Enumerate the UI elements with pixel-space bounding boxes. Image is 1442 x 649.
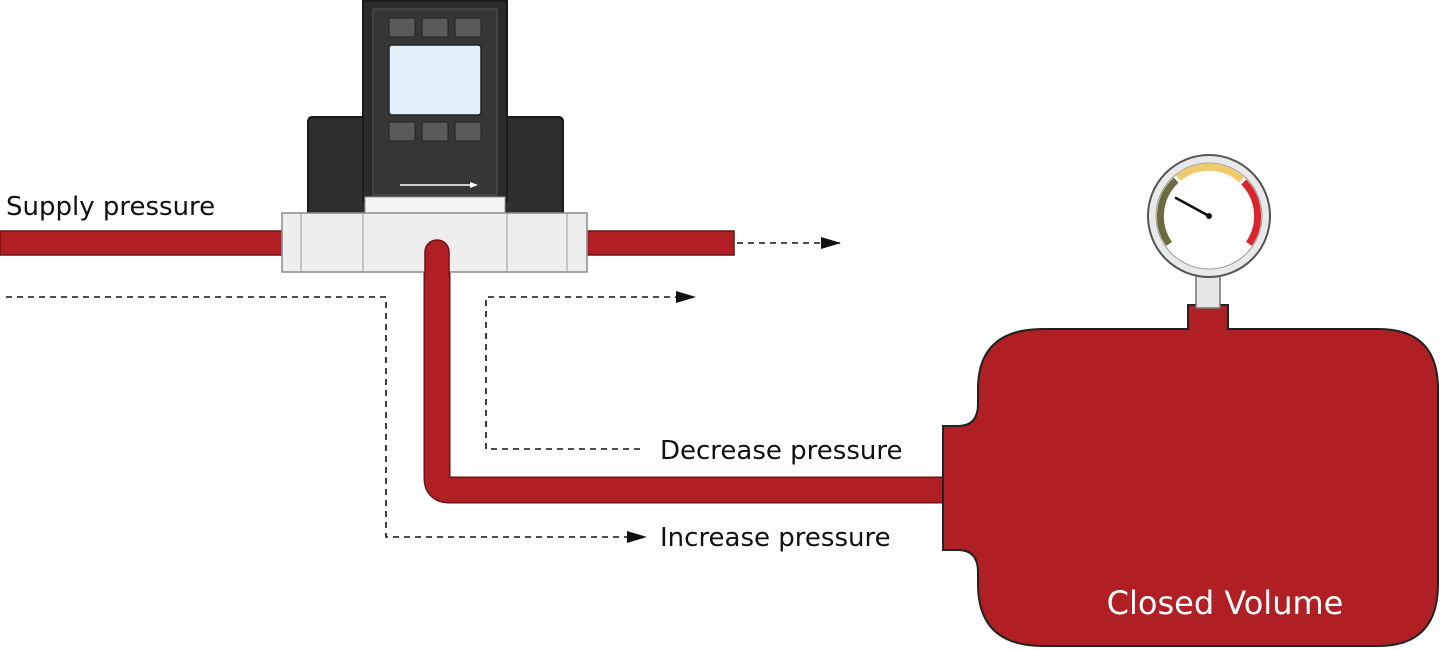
device-button-bottom-3[interactable] bbox=[454, 121, 482, 142]
decrease-pressure-path bbox=[485, 291, 696, 450]
device-button-top-1[interactable] bbox=[388, 17, 416, 38]
gauge-needle bbox=[1174, 196, 1211, 218]
device-display bbox=[388, 44, 482, 116]
gauge-red-arc bbox=[1241, 179, 1262, 246]
increase-pressure-label: Increase pressure bbox=[660, 523, 891, 553]
device-button-top-2[interactable] bbox=[421, 17, 449, 38]
gauge-yellow-arc bbox=[1176, 163, 1244, 183]
device-button-bottom-1[interactable] bbox=[388, 121, 416, 142]
supply-pressure-label: Supply pressure bbox=[6, 192, 215, 222]
device-button-bottom-2[interactable] bbox=[421, 121, 449, 142]
supply-pipe bbox=[0, 230, 291, 256]
device-right-block bbox=[504, 116, 564, 218]
pressure-gauge-icon bbox=[1147, 154, 1271, 278]
device-button-top-3[interactable] bbox=[454, 17, 482, 38]
device-left-block bbox=[307, 116, 367, 218]
volume-feed-pipe-fill bbox=[425, 240, 962, 502]
closed-volume-label: Closed Volume bbox=[1107, 584, 1344, 622]
closed-volume-tank bbox=[942, 304, 1439, 647]
decrease-pressure-label: Decrease pressure bbox=[660, 436, 902, 466]
flow-direction-arrowhead-icon bbox=[470, 182, 478, 188]
gauge-pivot bbox=[1206, 213, 1212, 219]
device-collar bbox=[364, 196, 506, 215]
increase-pressure-path bbox=[6, 296, 647, 543]
manifold-outlet-stub-outline bbox=[424, 239, 450, 275]
outlet-pipe bbox=[579, 230, 735, 256]
gauge-green-arc bbox=[1156, 177, 1179, 246]
